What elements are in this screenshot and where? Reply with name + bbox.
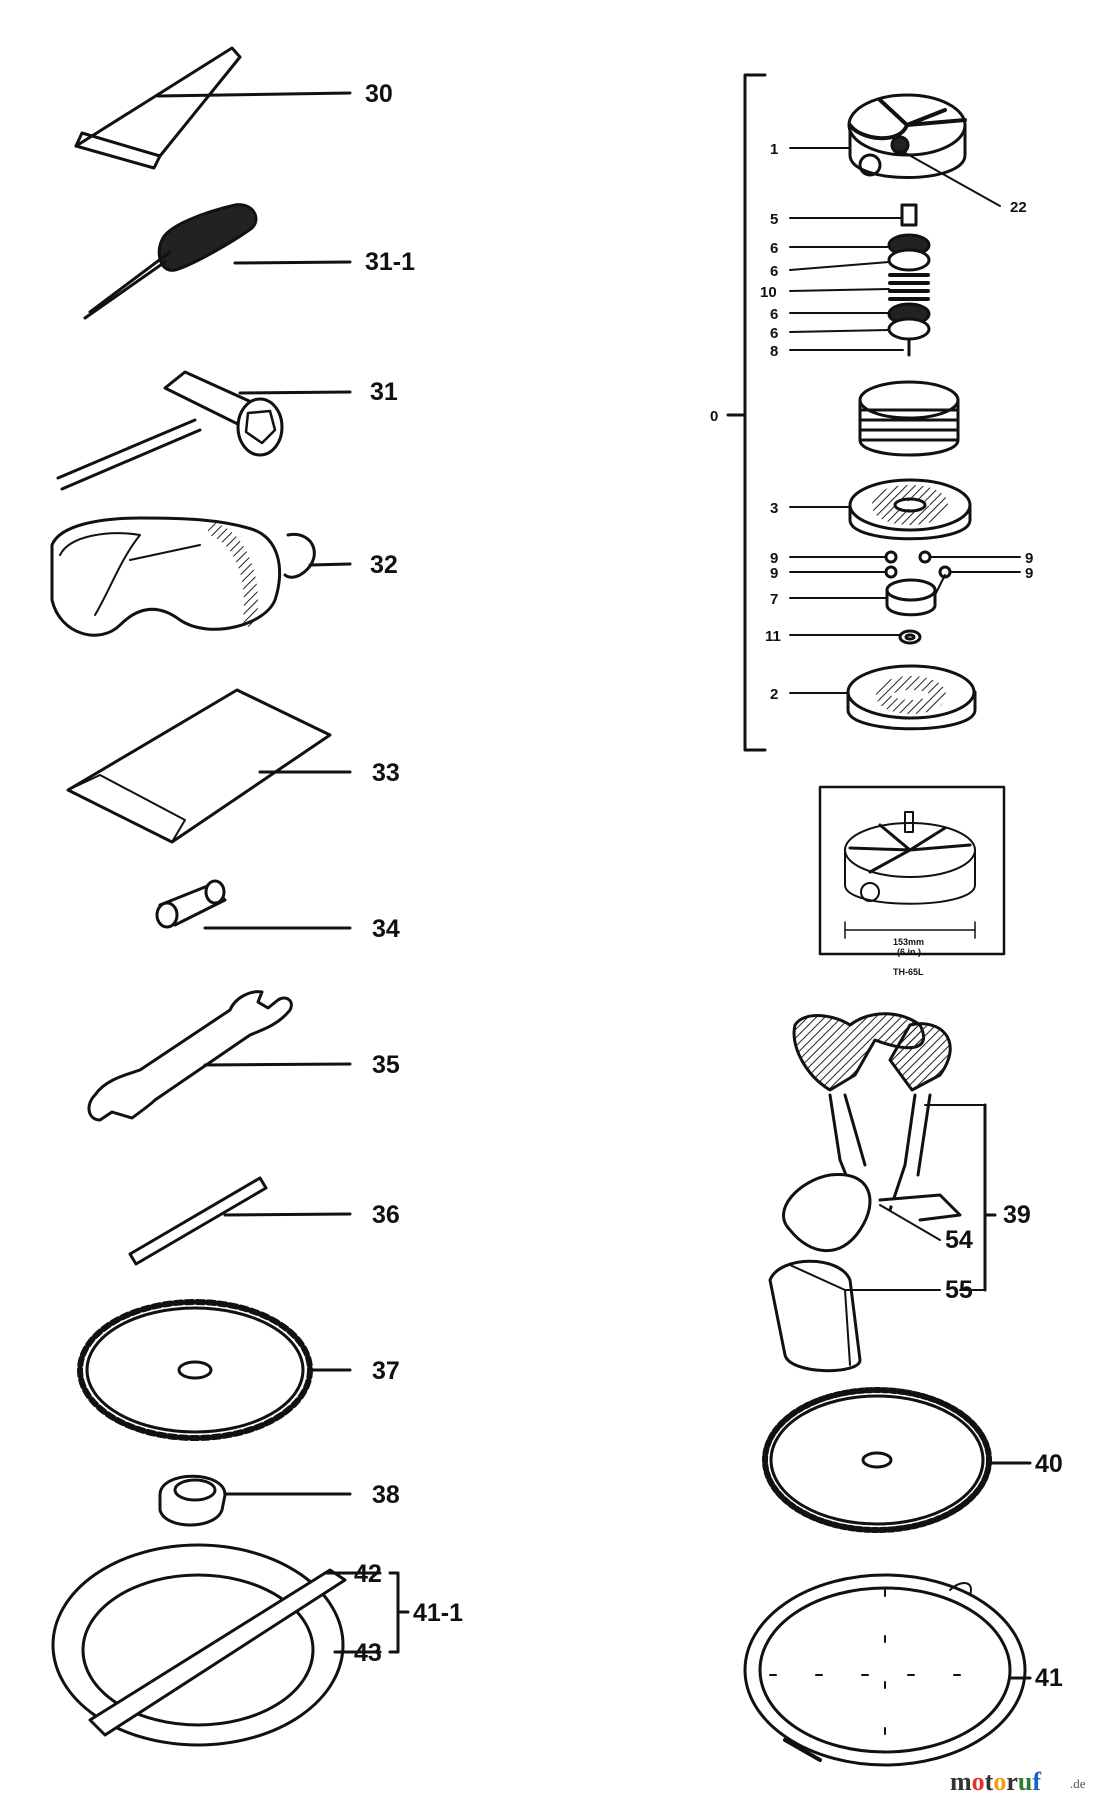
eyelet-icon xyxy=(789,203,918,227)
logo-tld: .de xyxy=(1070,1776,1086,1791)
cap-nut-icon xyxy=(158,1474,352,1527)
part-labels: 30 31-1 31 32 33 34 35 36 37 38 42 43 41… xyxy=(354,80,1063,1692)
base-cover-icon xyxy=(789,664,977,731)
label-32: 32 xyxy=(370,551,398,579)
label-39: 39 xyxy=(1003,1201,1031,1229)
rod-icon xyxy=(128,1176,352,1266)
trimmer-head-housing-icon xyxy=(789,93,1001,207)
saw-blade-small-icon xyxy=(77,1299,352,1441)
open-end-wrench-icon xyxy=(87,990,352,1122)
t-socket-wrench-icon xyxy=(56,370,352,491)
label-9c: 9 xyxy=(1025,550,1033,567)
label-43: 43 xyxy=(354,1639,382,1667)
svg-text:motoruf: motoruf xyxy=(950,1767,1041,1796)
label-41-1: 41-1 xyxy=(413,1599,463,1627)
label-8: 8 xyxy=(770,343,778,360)
guard-ring-icon xyxy=(51,1543,410,1747)
assembly-bracket xyxy=(726,73,767,752)
label-31: 31 xyxy=(370,378,398,406)
safety-goggles-icon xyxy=(50,516,352,637)
label-6b: 6 xyxy=(770,263,778,280)
label-7: 7 xyxy=(770,591,778,608)
label-1: 1 xyxy=(770,141,778,158)
screwdriver-icon xyxy=(83,203,352,320)
label-36: 36 xyxy=(372,1201,400,1229)
label-34: 34 xyxy=(372,915,400,943)
label-0: 0 xyxy=(710,408,718,425)
label-9a: 9 xyxy=(770,550,778,567)
label-5: 5 xyxy=(770,211,778,228)
label-11: 11 xyxy=(765,628,781,645)
label-40: 40 xyxy=(1035,1450,1063,1478)
label-6d: 6 xyxy=(770,325,778,342)
washer-icon xyxy=(789,629,922,645)
label-41: 41 xyxy=(1035,1664,1063,1692)
label-33: 33 xyxy=(372,759,400,787)
ball-bearings-icon xyxy=(789,550,1021,579)
label-35: 35 xyxy=(372,1051,400,1079)
inset-dimension-sub: (6 in.) xyxy=(897,947,921,957)
label-38: 38 xyxy=(372,1481,400,1509)
label-31-1: 31-1 xyxy=(365,248,415,276)
label-3: 3 xyxy=(770,500,778,517)
label-55: 55 xyxy=(945,1276,973,1304)
shoulder-harness-icon xyxy=(768,1012,997,1373)
line-spool-icon xyxy=(858,380,960,457)
bag-icon xyxy=(66,688,352,844)
blade-guard-icon xyxy=(743,1573,1032,1767)
label-22: 22 xyxy=(1010,199,1027,216)
label-2: 2 xyxy=(770,686,778,703)
label-6c: 6 xyxy=(770,306,778,323)
inner-cover-icon xyxy=(789,478,972,541)
label-30: 30 xyxy=(365,80,393,108)
label-54: 54 xyxy=(945,1226,973,1254)
label-9d: 9 xyxy=(1025,565,1033,582)
saw-blade-large-icon xyxy=(762,1387,1032,1533)
spring-stack-icon xyxy=(789,233,931,357)
label-37: 37 xyxy=(372,1357,400,1385)
spark-plug-socket-icon xyxy=(155,879,352,930)
inset-model: TH-65L xyxy=(893,967,924,977)
allen-key-icon xyxy=(74,46,352,170)
inset-dimension: 153mm xyxy=(893,937,924,947)
label-6a: 6 xyxy=(770,240,778,257)
inset-box xyxy=(818,785,1006,956)
label-42: 42 xyxy=(354,1560,382,1588)
motoruf-logo: motoruf .de xyxy=(950,1767,1086,1796)
label-9b: 9 xyxy=(770,565,778,582)
label-10: 10 xyxy=(760,284,777,301)
driver-block-icon xyxy=(789,574,946,617)
